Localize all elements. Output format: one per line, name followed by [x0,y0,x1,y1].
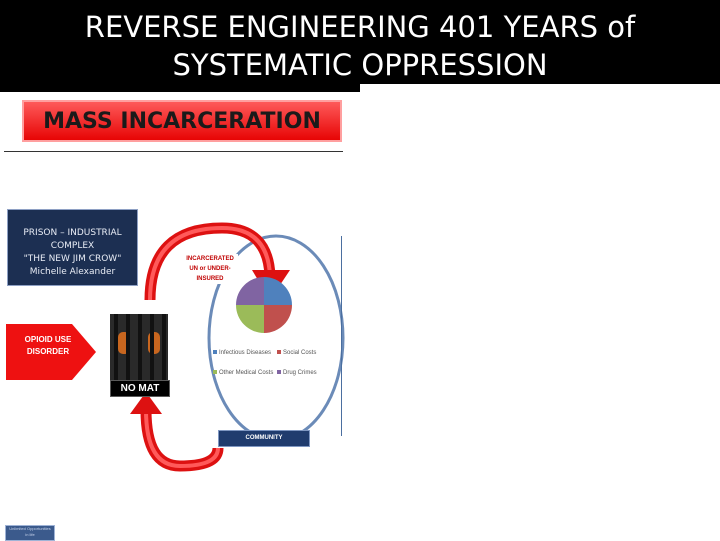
footer-line-1: Unlimited Opportunities [9,526,51,531]
legend-label: Infectious Diseases [219,350,272,356]
legend-label: Drug Crimes [283,370,317,376]
community-label: COMMUNITY [218,430,310,447]
legend-item: Drug Crimes [277,370,317,376]
title-line-2: SYSTEMATIC OPPRESSION [172,48,548,82]
prison-line-2: "THE NEW JIM CROW" [23,254,122,264]
footer-badge: Unlimited Opportunities in life [5,525,55,541]
cell-bar [162,314,166,394]
title-bar [0,0,720,84]
no-mat-label: NO MAT [110,380,170,397]
legend-label: Other Medical Costs [219,370,274,376]
pie-chart [236,277,292,333]
pie-slice [236,277,264,305]
legend-item: Other Medical Costs [213,370,273,376]
cell-bar [138,314,142,394]
section-banner: MASS INCARCERATION [22,100,342,142]
opioid-line-2: DISORDER [26,347,70,356]
legend-item: Infectious Diseases [213,350,271,356]
footer-line-2: in life [25,532,35,537]
legend-swatch [213,370,217,375]
legend-label: Social Costs [283,350,317,356]
opioid-label: OPIOID USE DISORDER [10,334,86,358]
legend-swatch [213,350,217,355]
prison-line-3: Michelle Alexander [29,267,116,277]
legend-item: Social Costs [277,350,316,356]
cell-bar [150,314,154,394]
legend-swatch [277,350,281,355]
opioid-arrow [6,324,96,380]
cell-bar [114,314,118,394]
slide-title: REVERSE ENGINEERING 401 YEARS of SYSTEMA… [0,8,720,84]
prison-complex-box: PRISON – INDUSTRIAL COMPLEX "THE NEW JIM… [7,209,138,286]
frame-edge [341,236,342,436]
incarcerated-label: INCARCERATED UN or UNDER-INSURED [182,254,238,284]
pie-slice [264,305,292,333]
divider [4,151,343,152]
pie-slice [236,305,264,333]
bottom-arrow [144,409,220,469]
incarcerated-line-2: UN or UNDER-INSURED [189,266,231,282]
title-underbar [0,84,360,92]
section-label: MASS INCARCERATION [43,109,321,134]
title-line-1: REVERSE ENGINEERING 401 YEARS of [84,10,636,44]
top-arrow [148,225,272,301]
pie-slice [264,277,292,305]
incarcerated-line-1: INCARCERATED [186,256,234,262]
cell-bar [126,314,130,394]
prison-line-1: PRISON – INDUSTRIAL COMPLEX [23,228,122,251]
bottom-arrowhead [130,392,162,414]
opioid-line-1: OPIOID USE [24,335,72,344]
legend-swatch [277,370,281,375]
